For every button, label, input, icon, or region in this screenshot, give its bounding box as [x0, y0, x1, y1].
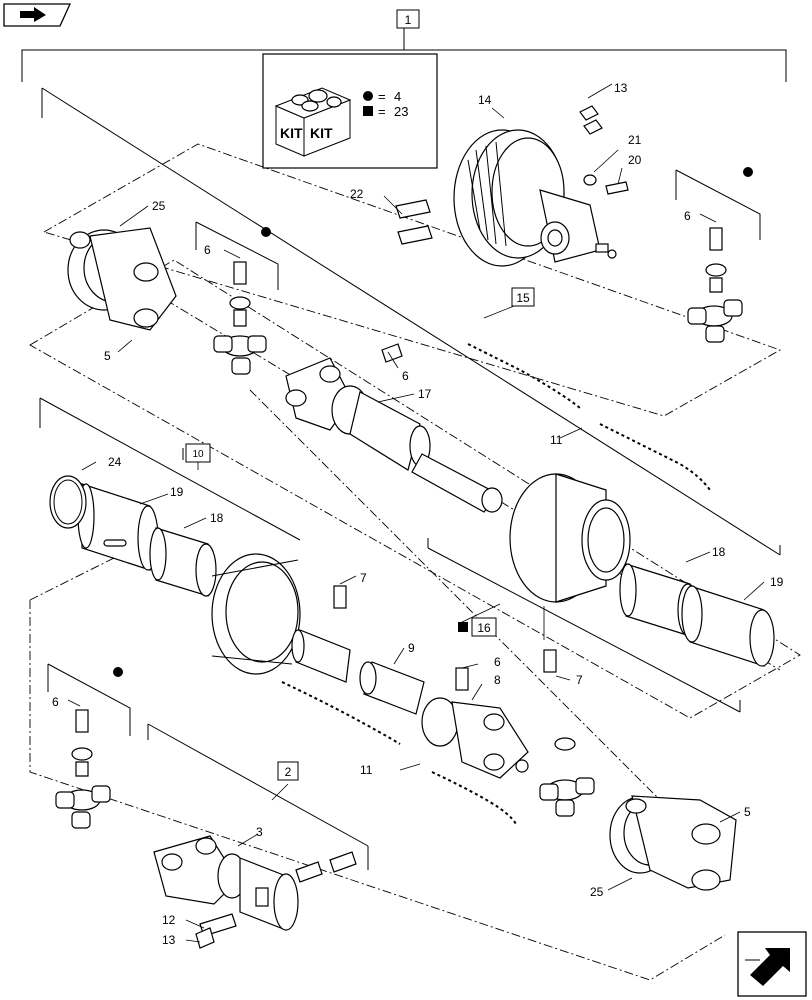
legend-circle-count: 4 [394, 89, 401, 104]
kit-legend: KIT KIT = 4 = 23 [262, 53, 438, 169]
callout-25-top: 25 [152, 199, 166, 213]
kit-label-left: KIT [280, 125, 303, 141]
ref-box-16: 16 [458, 617, 497, 637]
callout-13-top: 13 [614, 81, 628, 95]
ref-box-15: 15 [511, 287, 535, 307]
callout-25-low: 25 [590, 885, 604, 899]
inner-tube-9 [291, 629, 425, 715]
cross-joint-top-left [213, 296, 267, 375]
callout-14: 14 [478, 93, 492, 107]
leader-lines [67, 83, 765, 943]
callout-7-mid: 7 [360, 571, 367, 585]
callout-labels: 13 14 21 20 22 6 25 6 5 6 17 11 24 19 18… [52, 81, 784, 947]
callout-5-top: 5 [104, 349, 111, 363]
ref-box-2: 2 [277, 761, 299, 781]
ref-box-10: 10 [185, 443, 211, 463]
callout-6-low: 6 [52, 695, 59, 709]
arrow-turn-icon[interactable] [737, 931, 807, 997]
callout-6-top-left: 6 [204, 243, 211, 257]
callout-19-right: 19 [770, 575, 784, 589]
callout-19-left: 19 [170, 485, 184, 499]
yoke-3 [153, 835, 299, 931]
legend-square-eq: = [378, 104, 386, 119]
legend-square-symbol [363, 106, 373, 116]
callout-18-right: 18 [712, 545, 726, 559]
book-arrow-icon[interactable] [3, 3, 72, 27]
cross-joint-phantom [539, 737, 595, 817]
callout-12: 12 [162, 913, 176, 927]
legend-circle-symbol [363, 91, 373, 101]
callout-5-low: 5 [744, 805, 751, 819]
outer-tube-16 [509, 473, 631, 603]
callout-11-low: 11 [360, 763, 373, 777]
callout-3: 3 [256, 825, 263, 839]
clutch-assembly [453, 129, 617, 267]
group-brackets [39, 87, 781, 870]
bearing-set-right [619, 563, 775, 667]
svg-text:10: 10 [192, 449, 204, 460]
callout-18-left: 18 [210, 511, 224, 525]
shield-cone [211, 553, 301, 675]
ref-box-1: 1 [405, 13, 412, 27]
inner-yoke-17 [285, 357, 503, 513]
assembly-bracket: 1 [21, 9, 787, 82]
legend-square-count: 23 [394, 104, 408, 119]
callout-6-mid: 6 [494, 655, 501, 669]
callout-22: 22 [350, 187, 364, 201]
yoke-8 [421, 697, 529, 779]
yoke-top-left [67, 227, 177, 331]
legend-circle-eq: = [378, 89, 386, 104]
cross-joint-bottom-left [55, 747, 111, 829]
hardware-bottom [195, 851, 357, 949]
callout-6-inner: 6 [402, 369, 409, 383]
kit-box-icon: KIT KIT [274, 87, 352, 157]
safety-chains [281, 343, 711, 825]
hardware-top [395, 105, 629, 245]
callout-24: 24 [108, 455, 122, 469]
callout-21: 21 [628, 133, 642, 147]
kit-circle-markers [113, 167, 753, 677]
callout-9: 9 [408, 641, 415, 655]
snap-ring-24 [53, 479, 83, 525]
svg-text:2: 2 [285, 765, 292, 779]
cross-joint-top-right [687, 263, 743, 343]
yoke-bottom-right [609, 795, 737, 891]
callout-7-right: 7 [576, 673, 583, 687]
callout-17: 17 [418, 387, 432, 401]
callout-11-right: 11 [550, 433, 563, 447]
svg-text:15: 15 [516, 291, 530, 305]
kit-label-right: KIT [310, 125, 333, 141]
grease-fittings [75, 227, 723, 733]
callout-13-low: 13 [162, 933, 176, 947]
callout-20: 20 [628, 153, 642, 167]
bearing-set-left [49, 475, 217, 597]
callout-8: 8 [494, 673, 501, 687]
svg-text:16: 16 [477, 621, 491, 635]
callout-6-right: 6 [684, 209, 691, 223]
